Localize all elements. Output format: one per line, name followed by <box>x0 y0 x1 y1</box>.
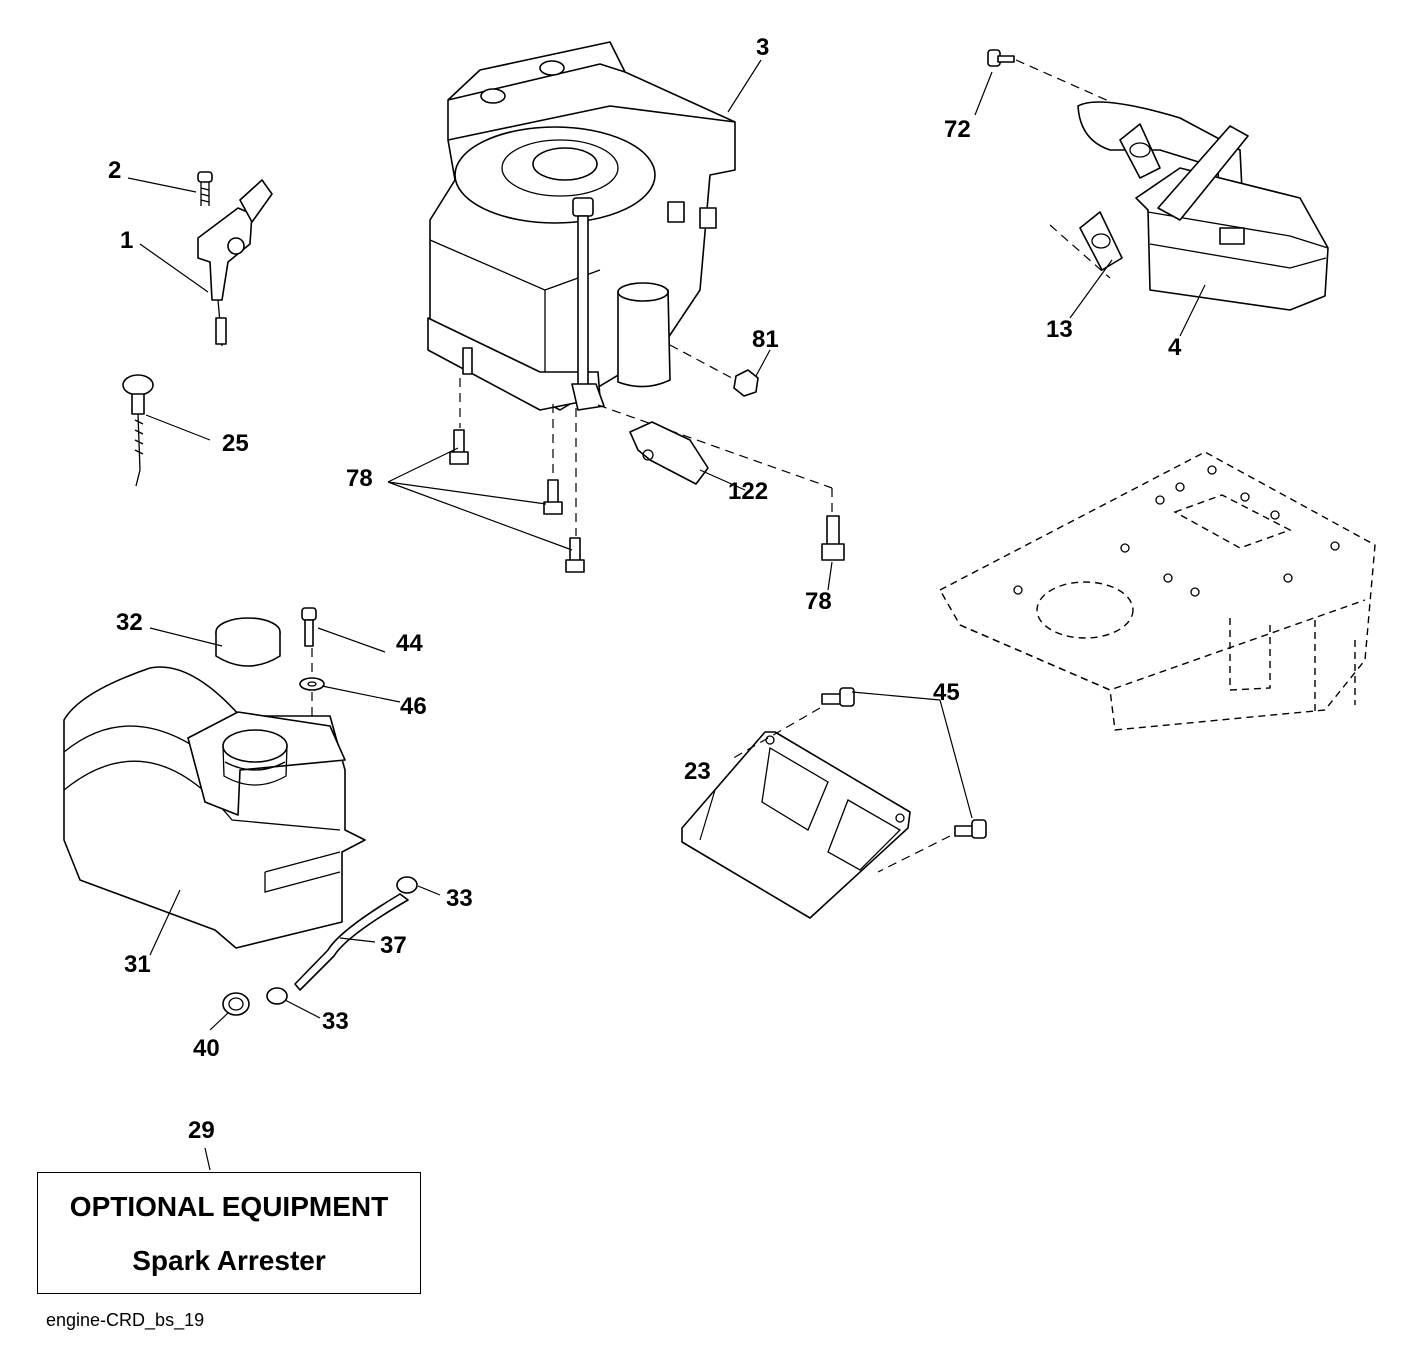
tank-washer[interactable] <box>299 677 325 691</box>
callout-3: 3 <box>756 34 769 61</box>
fuel-tank[interactable] <box>63 666 366 949</box>
engine-bolts[interactable] <box>449 429 845 573</box>
callout-1: 1 <box>120 227 133 254</box>
muffler[interactable] <box>1135 125 1329 311</box>
leader-lines <box>127 59 1206 1171</box>
callout-81: 81 <box>752 326 779 353</box>
exhaust-gasket[interactable] <box>1079 211 1123 271</box>
throttle-control[interactable] <box>197 179 273 347</box>
callout-31: 31 <box>124 951 151 978</box>
tank-screw[interactable] <box>301 607 317 647</box>
optional-equipment-item: Spark Arrester <box>132 1245 326 1276</box>
callout-78-right: 78 <box>805 588 832 615</box>
callout-2: 2 <box>108 157 121 184</box>
callout-numbers: 1 2 3 4 13 23 25 29 31 32 33 33 37 40 44… <box>108 34 1182 1144</box>
throttle-screw[interactable] <box>197 171 213 206</box>
choke-control[interactable] <box>122 374 154 487</box>
callout-122: 122 <box>728 478 768 505</box>
callout-25: 25 <box>222 430 249 457</box>
callout-32: 32 <box>116 609 143 636</box>
muffler-guard[interactable] <box>629 421 709 485</box>
engine[interactable] <box>427 41 736 411</box>
callout-46: 46 <box>400 693 427 720</box>
heat-shield[interactable] <box>681 731 911 919</box>
callout-78-left: 78 <box>346 465 373 492</box>
grommet[interactable] <box>222 992 250 1016</box>
optional-equipment-title: OPTIONAL EQUIPMENT <box>69 1191 389 1222</box>
fuel-line[interactable] <box>294 893 409 991</box>
callout-4: 4 <box>1168 334 1182 361</box>
callout-13: 13 <box>1046 316 1073 343</box>
heat-shield-screws[interactable] <box>821 687 987 839</box>
chassis-frame <box>939 451 1376 731</box>
callout-33-upper: 33 <box>446 885 473 912</box>
engine-nut[interactable] <box>733 369 759 397</box>
optional-equipment-box: OPTIONAL EQUIPMENT Spark Arrester <box>37 1172 421 1294</box>
exhaust-bolt[interactable] <box>987 49 1015 67</box>
callout-72: 72 <box>944 116 971 143</box>
fuel-tank-cap[interactable] <box>215 617 281 667</box>
callout-23: 23 <box>684 758 711 785</box>
drawing-code: engine-CRD_bs_19 <box>46 1310 205 1330</box>
callout-37: 37 <box>380 932 407 959</box>
callout-40: 40 <box>193 1035 220 1062</box>
callout-45: 45 <box>933 679 960 706</box>
callout-29: 29 <box>188 1117 215 1144</box>
fuel-line-clamp-upper[interactable] <box>396 876 418 894</box>
callout-44: 44 <box>396 630 423 657</box>
fuel-line-clamp-lower[interactable] <box>266 987 288 1005</box>
callout-33-lower: 33 <box>322 1008 349 1035</box>
